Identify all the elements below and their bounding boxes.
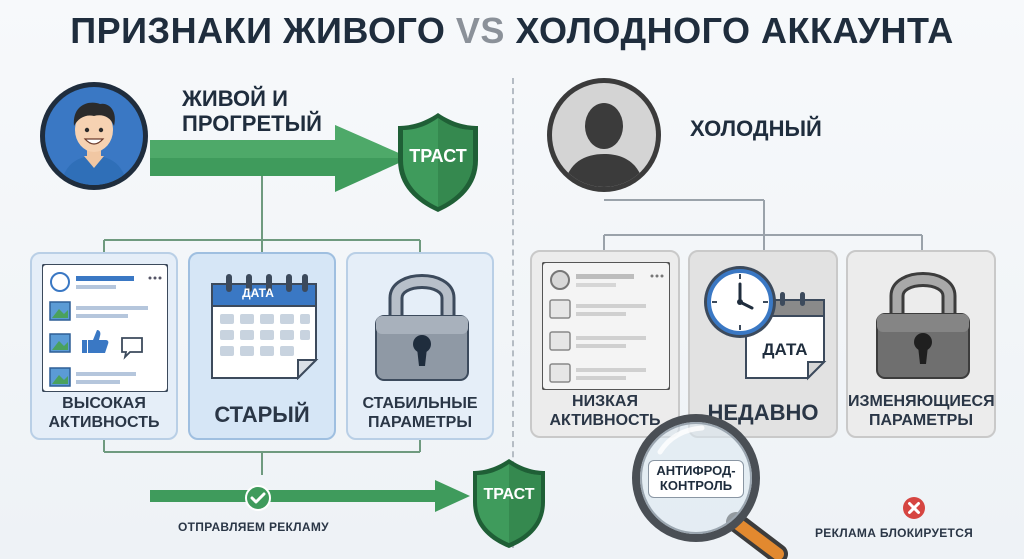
live-tree-lines [103, 176, 421, 252]
card-changing-params-label: ИЗМЕНЯЮЩИЕСЯ ПАРАМЕТРЫ [848, 393, 995, 430]
check-circle-icon [245, 485, 271, 511]
trust-shield-top-icon [398, 113, 478, 212]
card-high-activity-label: ВЫСОКАЯ АКТИВНОСТЬ [48, 395, 160, 432]
empty-feed-icon [542, 262, 670, 390]
magnifier-icon [632, 414, 788, 559]
trust-shield-bottom-label: ТРАСТ [483, 486, 535, 503]
live-header: ЖИВОЙ И ПРОГРЕТЫЙ [182, 86, 322, 137]
live-footer-text: ОТПРАВЛЯЕМ РЕКЛАМУ [178, 520, 329, 534]
card-changing-params: ИЗМЕНЯЮЩИЕСЯ ПАРАМЕТРЫ [846, 250, 996, 438]
clock-calendar-icon [704, 266, 827, 381]
calendar-label: ДАТА [242, 286, 274, 300]
card-high-activity: ВЫСОКАЯ АКТИВНОСТЬ [30, 252, 178, 440]
live-bottom-arrow [150, 480, 470, 512]
cold-footer-text: РЕКЛАМА БЛОКИРУЕТСЯ [815, 526, 974, 540]
live-bottom-bracket [103, 440, 421, 475]
antifraud-label: АНТИФРОД- КОНТРОЛЬ [648, 460, 744, 498]
cold-tree-lines [603, 199, 923, 250]
card-low-activity-label: НИЗКАЯ АКТИВНОСТЬ [549, 393, 661, 430]
card-low-activity: НИЗКАЯ АКТИВНОСТЬ [530, 250, 680, 438]
card-old-account-label: СТАРЫЙ [214, 402, 310, 427]
blocked-x-icon [903, 497, 925, 519]
card-stable-params: СТАБИЛЬНЫЕ ПАРАМЕТРЫ [346, 252, 494, 440]
padlock-gray-icon [876, 272, 970, 379]
card-recent-account: ДАТА НЕДАВНО [688, 250, 838, 438]
card-recent-account-label: НЕДАВНО [707, 400, 819, 425]
cold-user-avatar-icon [547, 78, 661, 192]
card-stable-params-label: СТАБИЛЬНЫЕ ПАРАМЕТРЫ [362, 395, 478, 432]
card-old-account: ДАТА СТАРЫЙ [188, 252, 336, 440]
calendar-icon [211, 274, 319, 380]
padlock-icon [375, 274, 469, 381]
trust-shield-bottom-icon [473, 459, 545, 548]
live-user-avatar-icon [40, 82, 148, 190]
calendar-label-cold: ДАТА [762, 340, 808, 359]
social-feed-icon [42, 264, 168, 392]
vs-label: VS [455, 10, 505, 51]
cold-header: ХОЛОДНЫЙ [690, 116, 822, 141]
trust-shield-top-label: ТРАСТ [409, 146, 467, 166]
center-divider [512, 78, 514, 548]
page-title: ПРИЗНАКИ ЖИВОГО VS ХОЛОДНОГО АККАУНТА [70, 10, 954, 51]
